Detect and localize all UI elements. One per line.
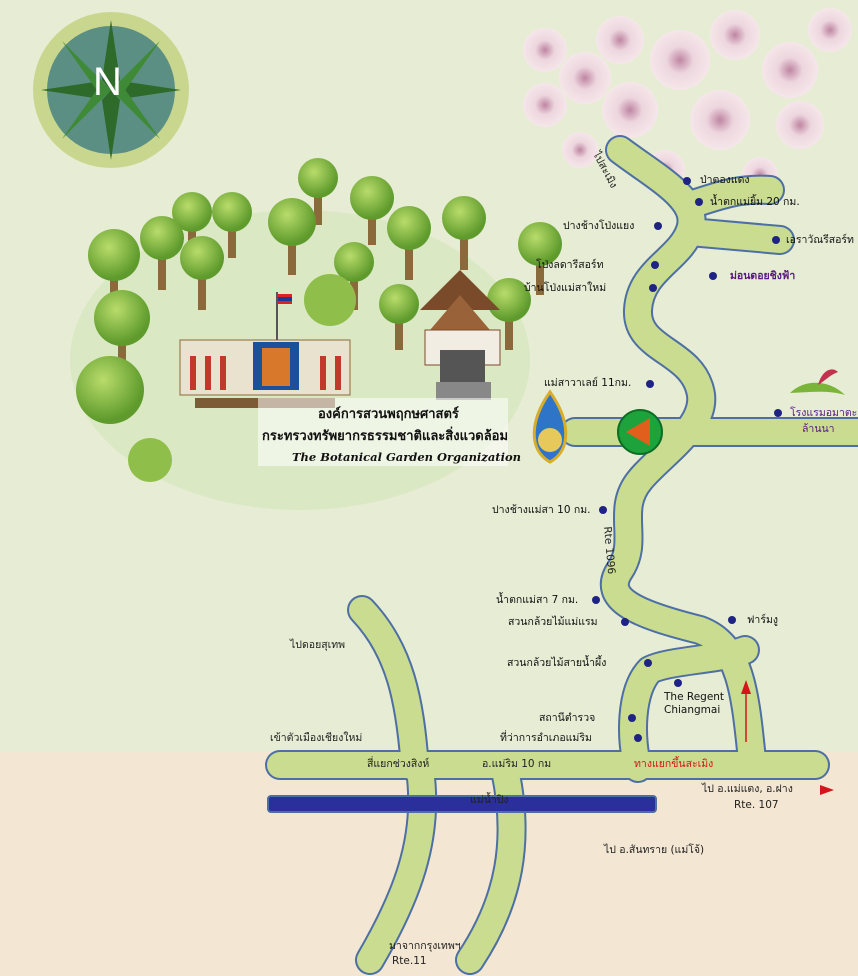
road-label-to-doi-suthep: ไปดอยสุเทพ xyxy=(290,639,346,651)
shrine-building xyxy=(179,292,351,408)
road-label-samoeng-junction: ทางแยกขึ้นสะเมิง xyxy=(634,758,714,770)
place-label: โป่งลดารีสอร์ท xyxy=(536,259,604,271)
tree-icons xyxy=(76,158,562,482)
marker[interactable] xyxy=(599,506,607,514)
route-arrow-icon xyxy=(741,680,751,742)
marker[interactable] xyxy=(649,284,657,292)
marker[interactable] xyxy=(644,659,652,667)
marker[interactable] xyxy=(651,261,659,269)
place-label: น้ำตกแม่ยิ้ม 20 กม. xyxy=(710,196,800,208)
garden-entrance-marker[interactable] xyxy=(617,409,663,455)
road-label-junction: สี่แยกช่วงสิงห์ xyxy=(367,758,430,770)
road-label-rte-107: Rte. 107 xyxy=(734,799,779,811)
place-label: สวนกล้วยไม้สายน้ำผึ้ง xyxy=(507,657,607,669)
direction-arrow-icon xyxy=(820,785,834,795)
hall-building xyxy=(420,270,501,400)
organization-name-th: องค์การสวนพฤกษศาสตร์ xyxy=(318,407,459,422)
road-label-to-san-sai: ไป อ.สันทราย (แม่โจ้) xyxy=(604,844,705,856)
place-label: ปางช้างแม่สา 10 กม. xyxy=(492,504,591,516)
place-label: ที่ว่าการอำเภอแม่ริม xyxy=(500,732,592,744)
marker[interactable] xyxy=(621,618,629,626)
place-label: สถานีตำรวจ xyxy=(539,712,596,724)
marker[interactable] xyxy=(646,380,654,388)
organization-emblem-icon xyxy=(532,389,568,464)
organization-title-box xyxy=(258,398,508,466)
marker[interactable] xyxy=(695,198,703,206)
place-label: ป่าตองแดง xyxy=(700,174,750,186)
place-label: ปางช้างโป่งแยง xyxy=(563,220,635,232)
marker[interactable] xyxy=(592,596,600,604)
road-label-to-city: เข้าตัวเมืองเชียงใหม่ xyxy=(270,732,363,744)
road-label-rte-11: Rte.11 xyxy=(392,955,427,967)
place-label: Chiangmai xyxy=(664,704,721,716)
place-label: โรงแรมอมาตะ xyxy=(790,407,858,419)
marker[interactable] xyxy=(683,177,691,185)
road-label-to-mae-taeng: ไป อ.แม่แตง, อ.ฝาง xyxy=(702,783,793,795)
place-label: เอราวัณรีสอร์ท xyxy=(786,234,854,246)
marker[interactable] xyxy=(728,616,736,624)
ping-river xyxy=(267,795,657,813)
road-label-from-bangkok: มาจากกรุงเทพฯ xyxy=(389,940,461,952)
amata-lanna-logo xyxy=(790,369,845,395)
place-markers xyxy=(592,177,782,742)
marker[interactable] xyxy=(774,409,782,417)
marker[interactable] xyxy=(772,236,780,244)
road-label-mae-rim: อ.แม่ริม 10 กม xyxy=(482,758,552,770)
compass-rose-icon xyxy=(33,12,189,168)
botanical-garden-illustration xyxy=(70,158,562,510)
organization-name-en: The Botanical Garden Organization xyxy=(292,450,521,464)
north-label: N xyxy=(93,60,122,104)
orchid-flowers-decoration xyxy=(523,8,852,193)
marker[interactable] xyxy=(674,679,682,687)
river-label: แม่น้ำปิง xyxy=(470,794,509,806)
place-label: ม่อนดอยชิงฟ้า xyxy=(730,270,796,282)
place-label: น้ำตกแม่สา 7 กม. xyxy=(496,594,579,606)
place-label: ล้านนา xyxy=(802,423,835,435)
marker[interactable] xyxy=(709,272,717,280)
marker[interactable] xyxy=(634,734,642,742)
place-label: สวนกล้วยไม้แม่แรม xyxy=(508,616,598,628)
marker[interactable] xyxy=(654,222,662,230)
marker[interactable] xyxy=(628,714,636,722)
place-label: บ้านโป่งแม่สาใหม่ xyxy=(524,282,607,294)
ministry-name-th: กระทรวงทรัพยากรธรรมชาติและสิ่งแวดล้อม xyxy=(262,429,509,444)
place-label: ฟาร์มงู xyxy=(747,614,779,626)
place-label: แม่สาวาเลย์ 11กม. xyxy=(544,377,632,389)
place-label: The Regent xyxy=(664,691,725,703)
